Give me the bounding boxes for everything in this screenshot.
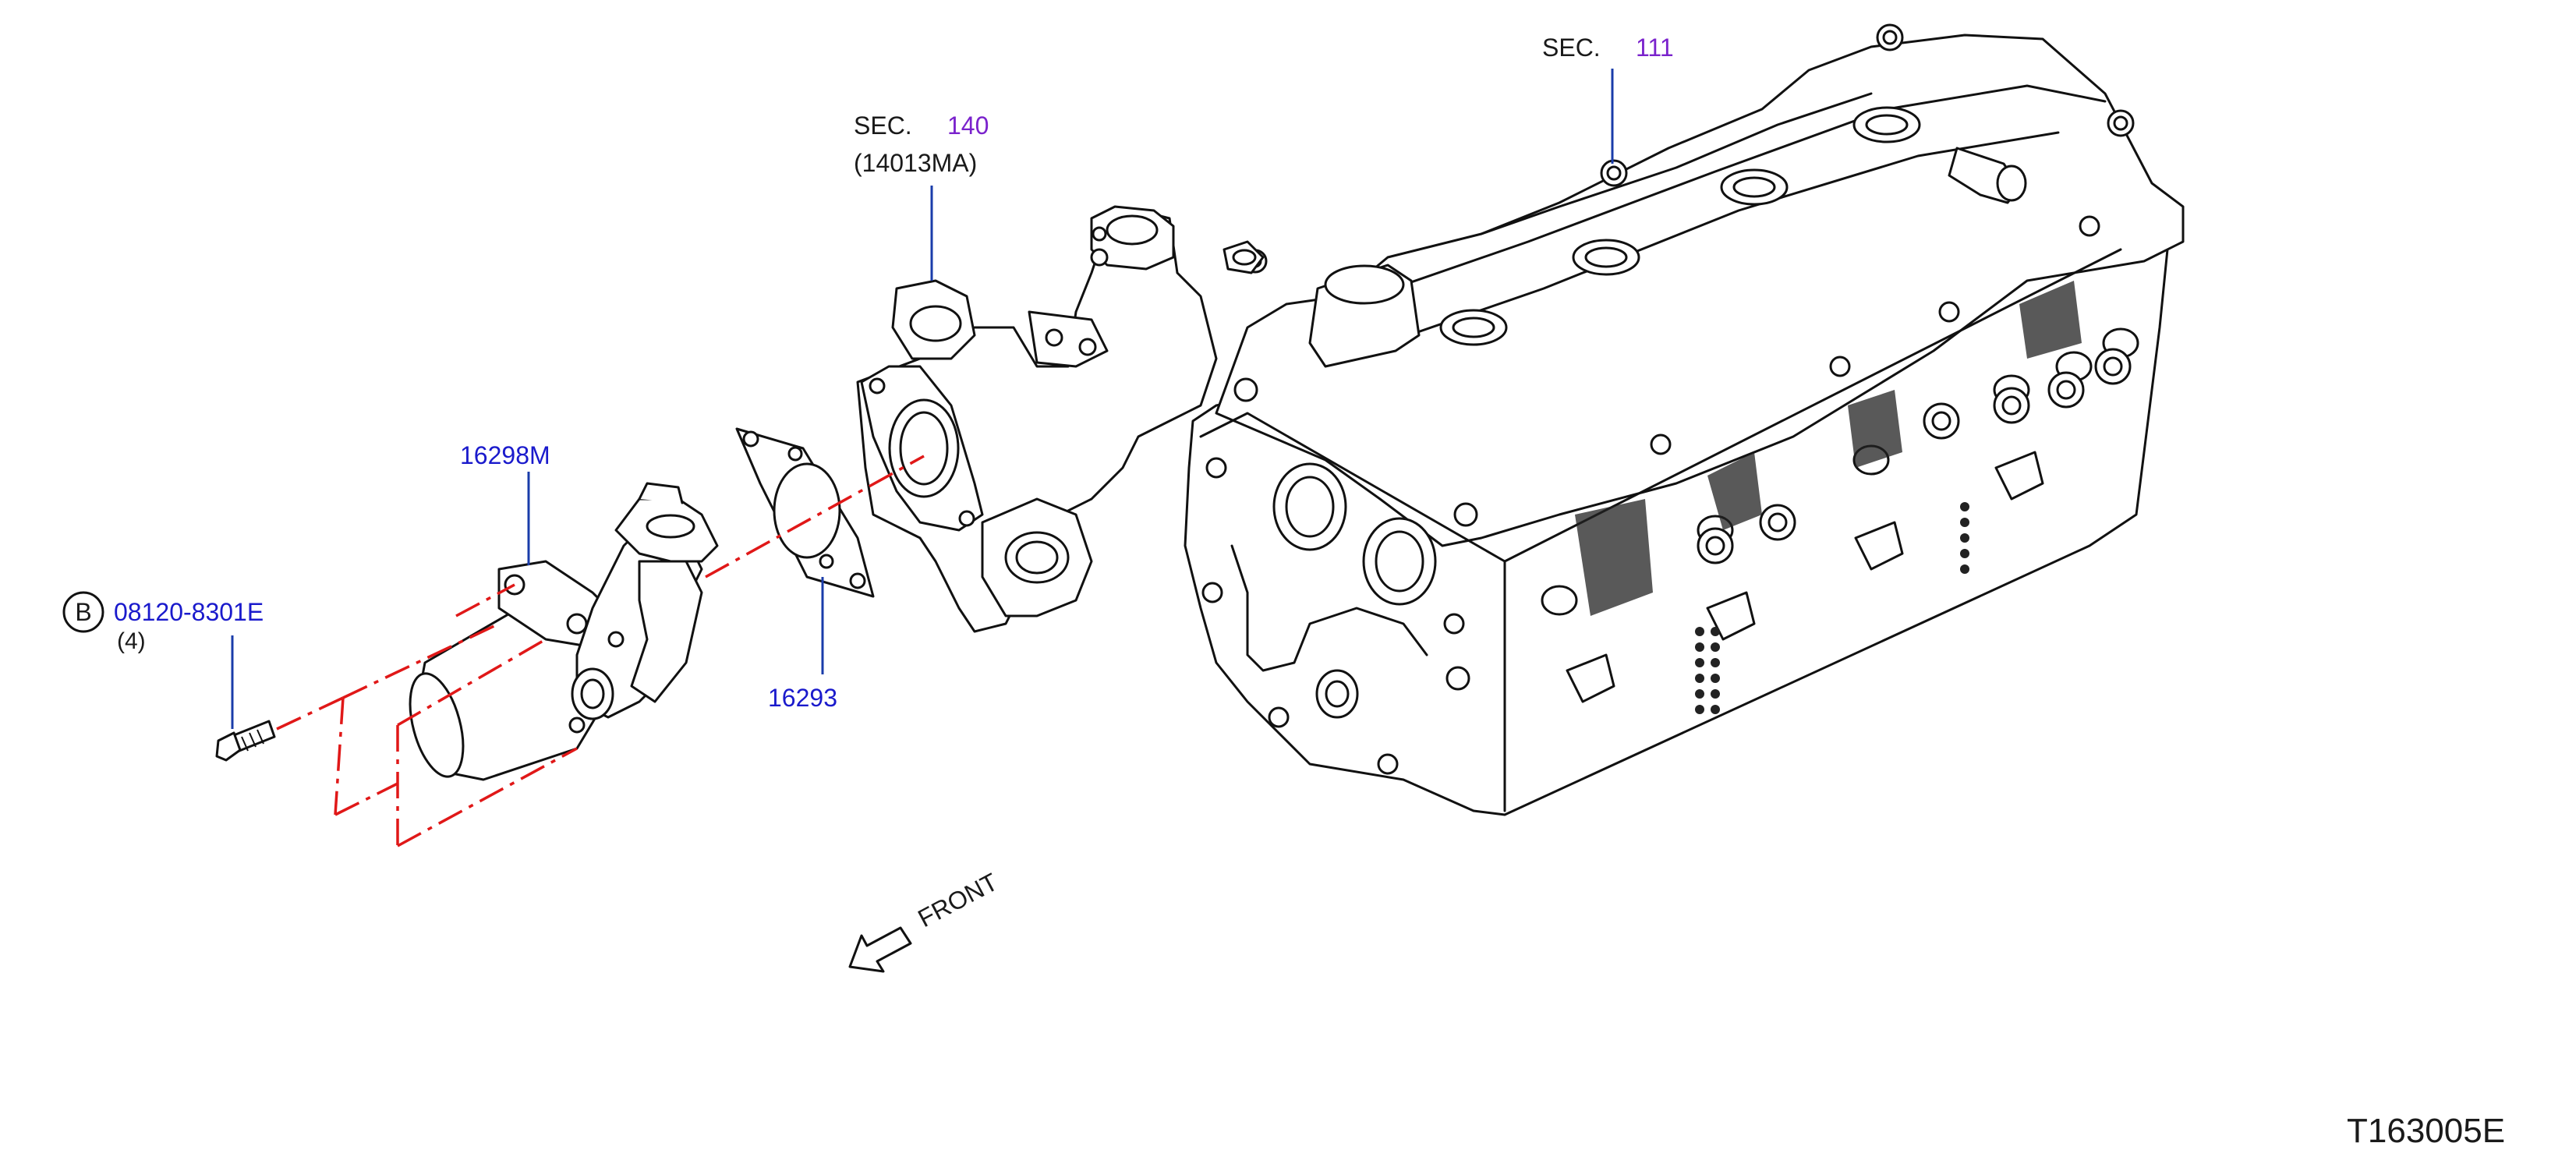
front-direction-indicator: FRONT xyxy=(848,868,1003,973)
diagram-code: T163005E xyxy=(2347,1112,2505,1150)
front-face-openings xyxy=(1201,457,1470,775)
callout-16298M: 16298M xyxy=(460,441,550,469)
throttle-connector xyxy=(630,560,703,703)
bolt-badge-circle xyxy=(62,591,104,633)
callout-16293: 16293 xyxy=(768,684,837,712)
callout-sec111: SEC. 111 xyxy=(1542,34,1674,62)
bolt-quantity: (4) xyxy=(117,628,146,654)
sec140-number[interactable]: 140 xyxy=(947,111,989,140)
callout-sec140: SEC. 140 (14013MA) xyxy=(854,111,989,177)
head-gasket-hatching xyxy=(1575,281,2082,616)
gasket-16293 xyxy=(735,427,875,598)
leader-lines xyxy=(231,69,1614,729)
cylinder-head-assembly xyxy=(1184,23,2185,816)
part-no-bolt[interactable]: 08120-8301E xyxy=(114,598,264,626)
flange-bolt xyxy=(215,720,276,762)
intake-manifold-housing xyxy=(856,205,1265,633)
sec111-prefix: SEC. xyxy=(1542,34,1601,62)
callout-bolt: B 08120-8301E (4) xyxy=(62,591,264,654)
part-no-16293[interactable]: 16293 xyxy=(768,684,837,712)
sec111-number[interactable]: 111 xyxy=(1636,34,1674,62)
front-label: FRONT xyxy=(913,868,1002,933)
oil-gallery-dots xyxy=(1695,502,1969,714)
sec140-sub: (14013MA) xyxy=(854,149,977,177)
cover-bolts xyxy=(1233,23,2135,527)
valve-cover xyxy=(1215,34,2185,547)
throttle-body-16298M xyxy=(409,482,719,781)
injector-bosses xyxy=(1697,348,2132,564)
part-no-16298M[interactable]: 16298M xyxy=(460,441,550,469)
spark-plug-wells xyxy=(1439,106,1921,346)
bolt-badge-letter: B xyxy=(75,598,91,626)
front-arrow-icon xyxy=(848,926,912,973)
sec140-prefix: SEC. xyxy=(854,111,912,140)
alignment-dashed-lines xyxy=(276,455,925,847)
